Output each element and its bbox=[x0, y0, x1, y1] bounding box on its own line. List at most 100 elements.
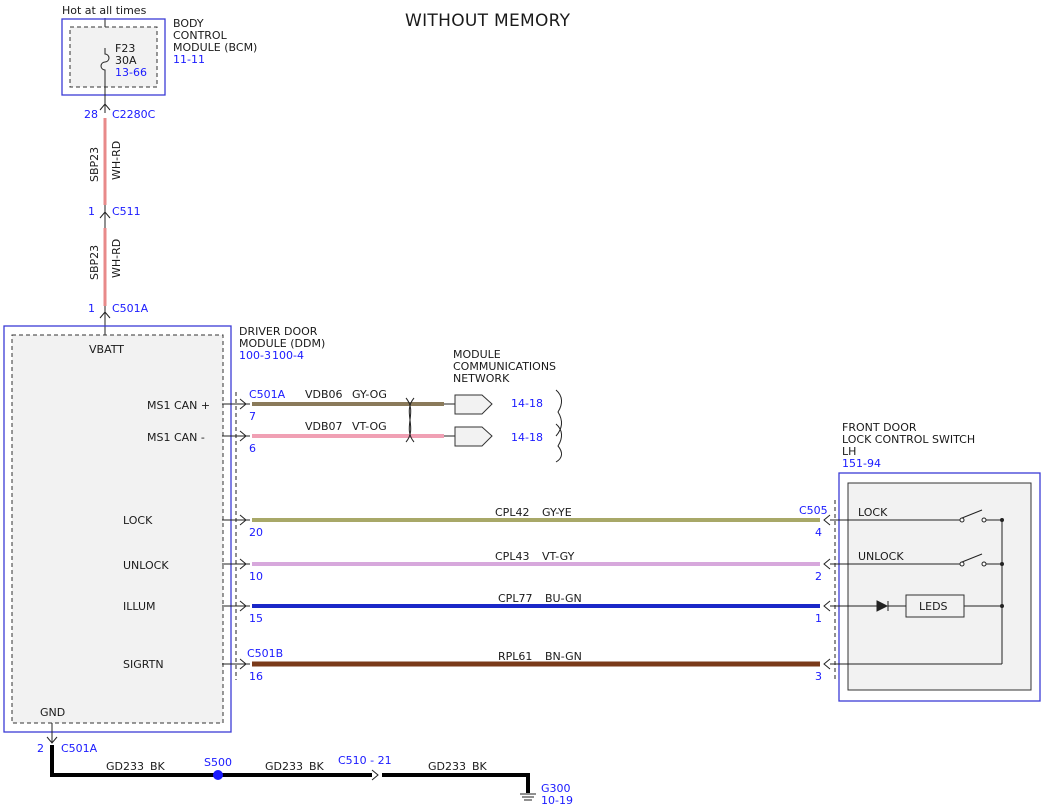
conn-name-c511: C511 bbox=[112, 205, 141, 218]
ddm-pin-label-unlock: UNLOCK bbox=[123, 559, 169, 572]
diagram-title: WITHOUT MEMORY bbox=[405, 11, 571, 31]
bcm-outline bbox=[61, 18, 166, 96]
network-connector-icon bbox=[454, 426, 493, 447]
ground-color-2: BK bbox=[309, 760, 325, 773]
can-plus-pin: 7 bbox=[249, 410, 256, 423]
bcm-name-line-2: CONTROL bbox=[173, 29, 228, 42]
signal-line-sigrtn: SIGRTN 16 RPL61 BN-GN 3 bbox=[123, 650, 831, 683]
ground-pin: 2 bbox=[37, 742, 44, 755]
signal-line-unlock: UNLOCK 10 CPL43 VT-GY 2 bbox=[123, 550, 831, 583]
can-minus-color: VT-OG bbox=[352, 420, 387, 433]
unlock-switch-pin: 2 bbox=[815, 570, 822, 583]
conn-name-c2280c: C2280C bbox=[112, 108, 156, 121]
illum-color: BU-GN bbox=[545, 592, 582, 605]
feed-color-label-2: WH-RD bbox=[110, 239, 123, 278]
can-minus-circuit: VDB07 bbox=[305, 420, 343, 433]
ddm-inner-box bbox=[11, 334, 224, 724]
switch-contact-icon bbox=[981, 517, 987, 523]
ground-point-label: G300 bbox=[541, 782, 571, 795]
illum-ddm-pin: 15 bbox=[249, 612, 263, 625]
illum-switch-pin: 1 bbox=[815, 612, 822, 625]
unlock-circuit: CPL43 bbox=[495, 550, 529, 563]
connector-arrow-icon bbox=[239, 514, 247, 526]
junction-dot-icon bbox=[1000, 604, 1004, 608]
ground-connector: C501A bbox=[61, 742, 98, 755]
ground-ref: 10-19 bbox=[541, 794, 573, 807]
leds-label: LEDS bbox=[919, 600, 948, 613]
sigrtn-circuit: RPL61 bbox=[498, 650, 532, 663]
conn-pin-c501a-feed: 1 bbox=[88, 302, 95, 315]
ground-color-1: BK bbox=[150, 760, 166, 773]
inline-connector-label: C510 - 21 bbox=[338, 754, 392, 767]
ddm-name-line-1: DRIVER DOOR bbox=[239, 325, 318, 338]
switch-contact-icon bbox=[959, 517, 965, 523]
connector-arrow-icon bbox=[823, 600, 831, 612]
feed-color-label-1: WH-RD bbox=[110, 141, 123, 180]
switch-lock-label: LOCK bbox=[858, 506, 888, 519]
signal-line-illum: ILLUM 15 CPL77 BU-GN 1 bbox=[123, 592, 831, 625]
signal-line-lock: LOCK 20 CPL42 GY-YE 4 bbox=[123, 506, 831, 539]
ddm-ref-2: 100-4 bbox=[272, 349, 304, 362]
twisted-pair-icon bbox=[405, 397, 415, 443]
lock-color: GY-YE bbox=[542, 506, 572, 519]
feed-circuit-label-1: SBP23 bbox=[88, 147, 101, 182]
network-name-line-3: NETWORK bbox=[453, 372, 510, 385]
splice-s500-icon bbox=[213, 770, 223, 780]
ddm-vbatt-label: VBATT bbox=[89, 343, 124, 356]
power-source-label: Hot at all times bbox=[62, 4, 147, 17]
ddm-pin-label-ms1-can-plus: MS1 CAN + bbox=[147, 399, 210, 412]
ddm-gnd-label: GND bbox=[40, 706, 65, 719]
switch-name-line-1: FRONT DOOR bbox=[842, 421, 917, 434]
bcm-ref: 11-11 bbox=[173, 53, 205, 66]
ddm-pin-label-illum: ILLUM bbox=[123, 600, 156, 613]
connector-arrow-icon bbox=[239, 398, 247, 410]
ddm-name-line-2: MODULE (DDM) bbox=[239, 337, 325, 350]
switch-name-line-3: LH bbox=[842, 445, 856, 458]
fuse-ref: 13-66 bbox=[115, 66, 147, 79]
switch-contact-icon bbox=[959, 561, 965, 567]
bcm-name-line-3: MODULE (BCM) bbox=[173, 41, 257, 54]
ddm-connector-a-label: C501A bbox=[249, 388, 286, 401]
connector-arrow-icon bbox=[239, 600, 247, 612]
junction-dot-icon bbox=[1000, 518, 1004, 522]
ground-circuit-3: GD233 bbox=[428, 760, 466, 773]
connector-arrow-icon bbox=[239, 430, 247, 442]
brace-icon bbox=[555, 423, 562, 463]
connector-arrow-icon bbox=[99, 103, 111, 111]
leds-box bbox=[905, 594, 965, 618]
can-plus-color: GY-OG bbox=[352, 388, 387, 401]
bcm-inner-box bbox=[69, 26, 158, 88]
ddm-pin-label-sigrtn: SIGRTN bbox=[123, 658, 164, 671]
conn-name-c501a-feed: C501A bbox=[112, 302, 149, 315]
sigrtn-color: BN-GN bbox=[545, 650, 582, 663]
ddm-pin-label-lock: LOCK bbox=[123, 514, 153, 527]
network-name-line-1: MODULE bbox=[453, 348, 501, 361]
connector-arrow-icon bbox=[823, 558, 831, 570]
ddm-ref-1: 100-3 bbox=[239, 349, 271, 362]
sigrtn-switch-pin: 3 bbox=[815, 670, 822, 683]
switch-inner-box bbox=[847, 482, 1032, 691]
sigrtn-ddm-pin: 16 bbox=[249, 670, 263, 683]
can-plus-ref: 14-18 bbox=[511, 397, 543, 410]
fuse-rating: 30A bbox=[115, 54, 137, 67]
conn-pin-c511: 1 bbox=[88, 205, 95, 218]
fuse-name: F23 bbox=[115, 42, 135, 55]
unlock-ddm-pin: 10 bbox=[249, 570, 263, 583]
lock-circuit: CPL42 bbox=[495, 506, 529, 519]
switch-connector-label: C505 bbox=[799, 504, 828, 517]
switch-outline bbox=[838, 472, 1041, 702]
splice-label: S500 bbox=[204, 756, 232, 769]
can-minus-ref: 14-18 bbox=[511, 431, 543, 444]
ddm-connector-b-label: C501B bbox=[247, 647, 283, 660]
connector-arrow-icon bbox=[371, 769, 379, 781]
connector-arrow-icon bbox=[239, 558, 247, 570]
connector-arrow-icon bbox=[823, 514, 831, 526]
ground-color-3: BK bbox=[472, 760, 488, 773]
illum-circuit: CPL77 bbox=[498, 592, 532, 605]
lock-ddm-pin: 20 bbox=[249, 526, 263, 539]
switch-name-line-2: LOCK CONTROL SWITCH bbox=[842, 433, 975, 446]
network-connector-icon bbox=[454, 394, 493, 415]
connector-arrow-icon bbox=[823, 658, 831, 670]
ground-circuit bbox=[46, 723, 536, 801]
